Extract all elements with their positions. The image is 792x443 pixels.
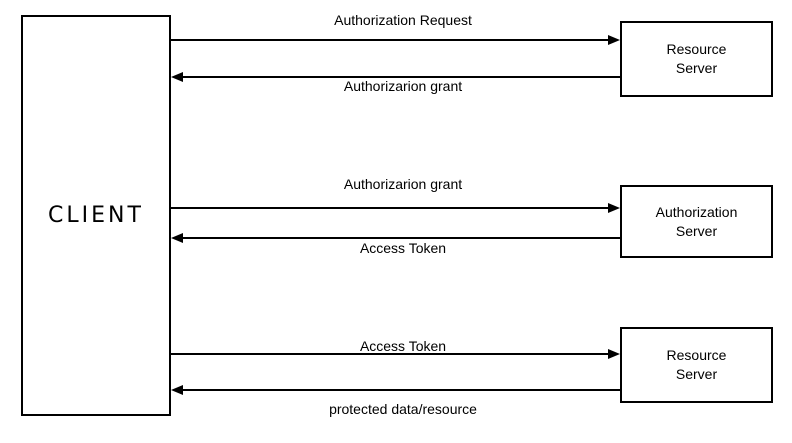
arrow-shaft bbox=[171, 39, 611, 41]
authorization-server-box: Authorization Server bbox=[620, 185, 773, 258]
resource-server-label-bottom: Resource Server bbox=[666, 347, 727, 382]
arrowhead-left-icon bbox=[171, 385, 183, 395]
resource-server-label-top: Resource Server bbox=[666, 41, 727, 76]
label-access-token-return: Access Token bbox=[359, 240, 447, 256]
resource-server-box-top: Resource Server bbox=[620, 21, 773, 97]
arrow-shaft bbox=[180, 76, 620, 78]
arrowhead-right-icon bbox=[608, 203, 620, 213]
arrow-shaft bbox=[180, 237, 620, 239]
resource-server-box-bottom: Resource Server bbox=[620, 327, 773, 403]
label-protected-data: protected data/resource bbox=[329, 401, 477, 417]
arrow-shaft bbox=[171, 207, 611, 209]
arrowhead-left-icon bbox=[171, 233, 183, 243]
arrowhead-right-icon bbox=[608, 349, 620, 359]
label-authorization-grant-return: Authorizarion grant bbox=[343, 78, 463, 94]
client-box: CLIENT bbox=[21, 15, 171, 416]
authorization-server-label: Authorization Server bbox=[655, 203, 738, 239]
client-label: CLIENT bbox=[48, 203, 144, 228]
label-authorization-grant: Authorizarion grant bbox=[343, 176, 463, 192]
label-authorization-request: Authorization Request bbox=[334, 12, 472, 28]
arrow-shaft bbox=[171, 353, 611, 355]
arrowhead-left-icon bbox=[171, 72, 183, 82]
arrowhead-right-icon bbox=[608, 35, 620, 45]
label-access-token: Access Token bbox=[359, 338, 447, 354]
arrow-shaft bbox=[180, 389, 620, 391]
